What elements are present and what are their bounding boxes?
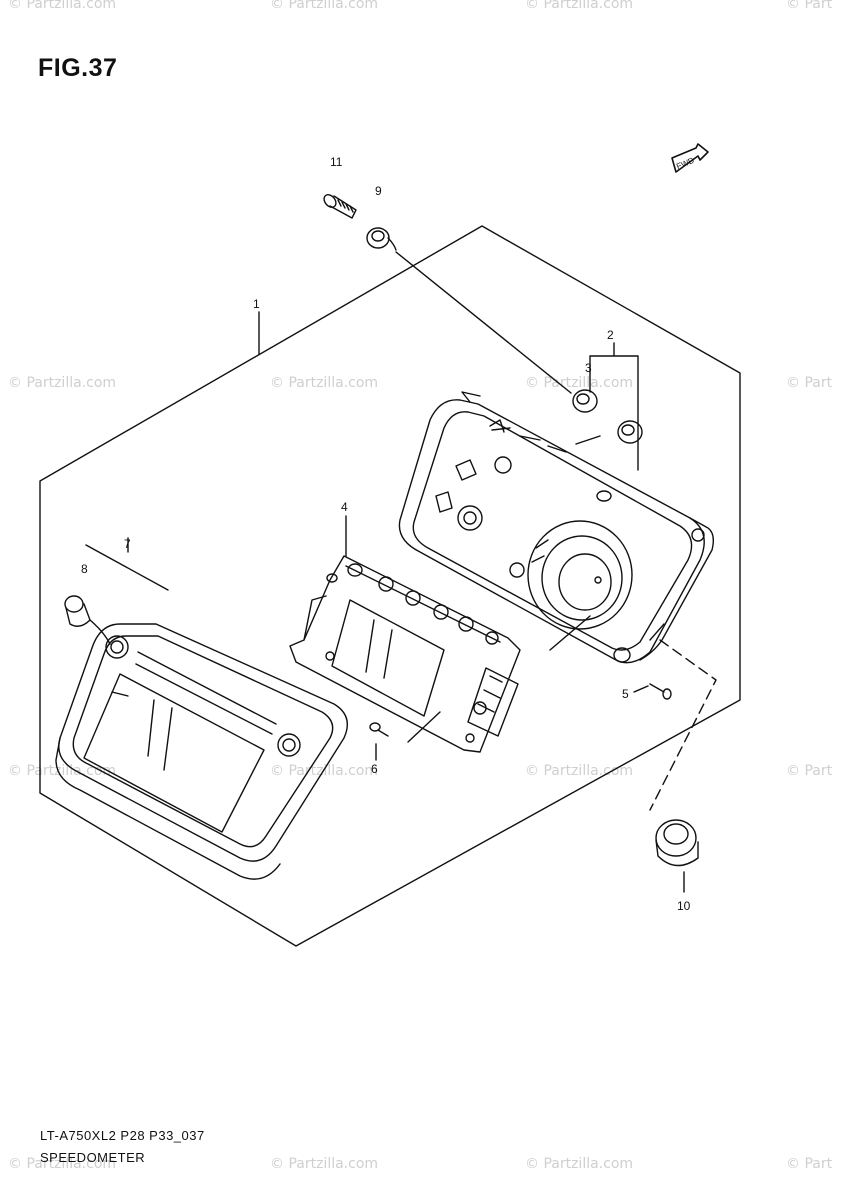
screw-part-11 — [323, 194, 357, 219]
watermark: © Partzilla.com — [8, 0, 116, 12]
callout-7: 7 — [124, 537, 131, 551]
damper-part-10 — [655, 819, 699, 893]
front-arrow-icon: FWD — [671, 143, 709, 173]
assembly-outline — [39, 225, 741, 947]
grommet-part-8 — [64, 595, 111, 645]
callout-1: 1 — [253, 297, 260, 311]
watermark: © Partzilla.com — [8, 1156, 116, 1172]
watermark: © Partzilla.com — [270, 375, 378, 391]
leader-line — [407, 711, 441, 743]
diagram-caption: SPEEDOMETER — [40, 1150, 146, 1165]
watermark: © Partzilla.com — [525, 763, 633, 779]
callout-10: 10 — [677, 899, 691, 913]
callout-8: 8 — [81, 562, 88, 576]
callout-9: 9 — [375, 184, 382, 198]
watermark: © Partzilla.com — [525, 0, 633, 12]
circuit-panel-part-4 — [289, 555, 521, 753]
watermark: © Part — [786, 1156, 833, 1172]
watermark: © Partzilla.com — [270, 0, 378, 12]
callout-labels: 1 2 3 4 5 6 7 8 9 10 11 — [81, 155, 691, 913]
leader-line — [395, 251, 572, 394]
watermark: © Partzilla.com — [8, 375, 116, 391]
screw-part-5 — [633, 683, 672, 700]
watermark: © Part — [786, 763, 833, 779]
watermark-layer: © Partzilla.com © Partzilla.com © Partzi… — [8, 0, 833, 1172]
leader-line — [85, 544, 169, 591]
callout-bracket-2 — [589, 342, 639, 471]
callout-3: 3 — [585, 361, 592, 375]
watermark: © Partzilla.com — [525, 375, 633, 391]
figure-title: FIG.37 — [38, 54, 118, 82]
watermark: © Part — [786, 375, 833, 391]
leader-line — [549, 615, 591, 651]
leader-line — [649, 639, 717, 811]
watermark: © Partzilla.com — [525, 1156, 633, 1172]
watermark: © Partzilla.com — [270, 1156, 378, 1172]
model-code: LT-A750XL2 P28 P33_037 — [40, 1128, 205, 1143]
watermark: © Partzilla.com — [8, 763, 116, 779]
grommet-part-3 — [572, 389, 643, 444]
callout-2: 2 — [607, 328, 614, 342]
callout-6: 6 — [371, 762, 378, 776]
front-bezel-part-7 — [55, 623, 348, 880]
screw-part-6 — [369, 722, 389, 761]
callout-4: 4 — [341, 500, 348, 514]
callout-11: 11 — [330, 155, 343, 169]
rear-case-part-2 — [398, 391, 715, 664]
grommet-part-9 — [366, 227, 397, 251]
callout-5: 5 — [622, 687, 629, 701]
watermark: © Part — [786, 0, 833, 12]
